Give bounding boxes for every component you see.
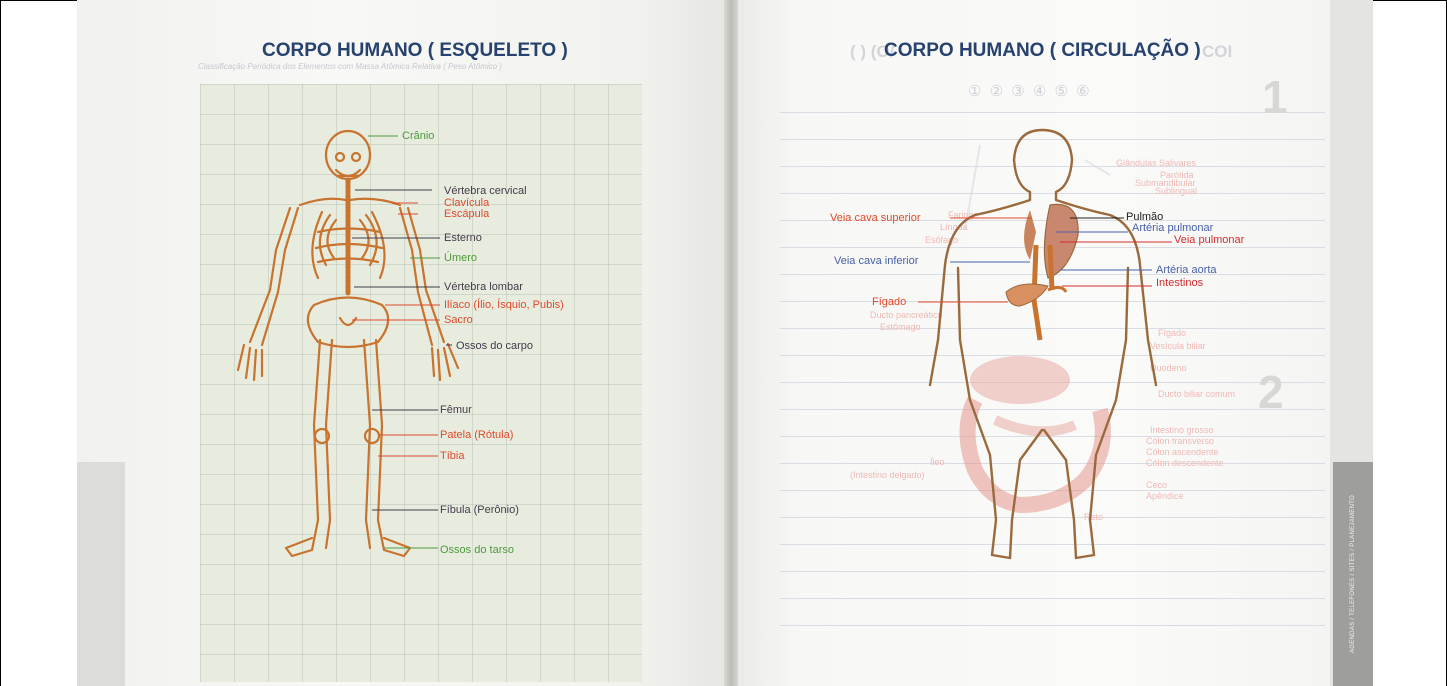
label-patela: Patela (Rótula) <box>440 430 513 441</box>
label-intestinos: Intestinos <box>1156 278 1203 289</box>
skeleton-figure <box>238 131 458 556</box>
label-sacro: Sacro <box>444 315 473 326</box>
label-cranio: Crânio <box>402 131 434 142</box>
label-ossos-do-carpo: Ossos do carpo <box>456 341 533 352</box>
label-ossos-do-tarso: Ossos do tarso <box>440 545 514 556</box>
label-veia-cava-inferior: Veia cava inferior <box>834 256 918 267</box>
label-vertebra-cervical: Vértebra cervical <box>444 186 527 197</box>
label-escapula: Escápula <box>444 209 489 220</box>
organs-figure <box>1006 204 1078 340</box>
label-veia-cava-superior: Veia cava superior <box>830 213 921 224</box>
label-vertebra-lombar: Vértebra lombar <box>444 282 523 293</box>
label-veia-pulmonar: Veia pulmonar <box>1174 235 1244 246</box>
label-arteria-pulmonar: Artéria pulmonar <box>1132 223 1213 234</box>
label-esterno: Esterno <box>444 233 482 244</box>
body-outline-figure <box>930 130 1156 558</box>
label-iliaco: Ilíaco (Ílio, Ísquio, Pubis) <box>444 300 564 311</box>
label-fibula: Fíbula (Perônio) <box>440 505 519 516</box>
label-femur: Fêmur <box>440 405 472 416</box>
label-arteria-aorta: Artéria aorta <box>1156 265 1217 276</box>
label-figado: Fígado <box>872 297 906 308</box>
label-umero: Úmero <box>444 253 477 264</box>
label-tibia: Tíbia <box>440 451 464 462</box>
